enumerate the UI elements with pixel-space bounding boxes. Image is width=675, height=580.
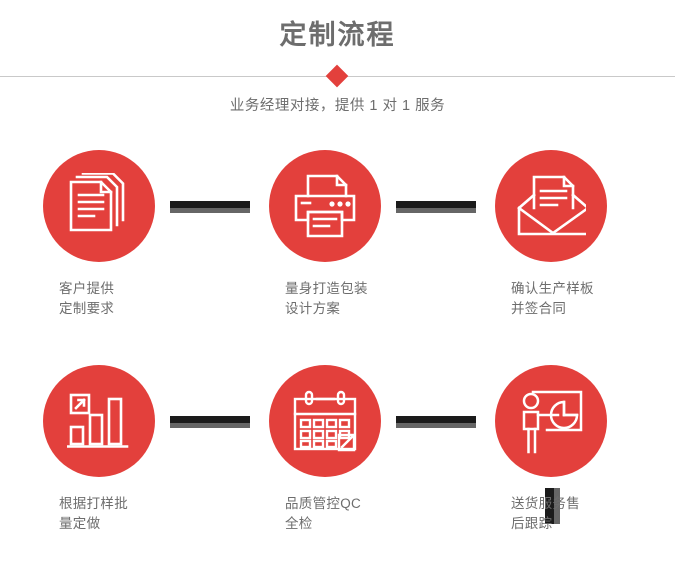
step-5-circle xyxy=(269,365,381,477)
connector-step1-step2 xyxy=(170,201,250,213)
step-1-label-line2: 定制要求 xyxy=(59,301,115,316)
connector-bar xyxy=(396,416,476,423)
process-step-4[interactable]: 根据打样批 量定做 xyxy=(19,365,179,534)
step-6-circle xyxy=(495,365,607,477)
step-3-label-line1: 确认生产样板 xyxy=(511,281,594,296)
process-step-6[interactable]: 送货服务售 后跟踪 xyxy=(471,365,631,534)
connector-step2-step3 xyxy=(396,201,476,213)
step-2-label-line1: 量身打造包装 xyxy=(285,281,368,296)
process-step-5[interactable]: 品质管控QC 全检 xyxy=(245,365,405,534)
bar-chart-growth-icon xyxy=(67,391,131,451)
step-3-circle xyxy=(495,150,607,262)
connector-bar xyxy=(545,488,554,524)
step-5-label-line1: 品质管控QC xyxy=(285,496,362,511)
step-2-circle xyxy=(269,150,381,262)
step-1-label: 客户提供 定制要求 xyxy=(19,279,179,319)
step-6-label: 送货服务售 后跟踪 xyxy=(471,494,631,534)
page-subtitle: 业务经理对接，提供 1 对 1 服务 xyxy=(229,98,446,114)
calendar-check-icon xyxy=(292,390,358,452)
process-flow: 客户提供 定制要求 xyxy=(0,150,675,580)
process-row-1: 客户提供 定制要求 xyxy=(0,150,675,365)
connector-step4-step5 xyxy=(170,416,250,428)
customization-process-infographic: 定制流程 业务经理对接，提供 1 对 1 服务 xyxy=(0,0,675,531)
step-4-label-line2: 量定做 xyxy=(59,516,101,531)
connector-shadow xyxy=(170,208,250,213)
step-4-label-line1: 根据打样批 xyxy=(59,496,128,511)
step-5-label: 品质管控QC 全检 xyxy=(245,494,405,534)
step-6-label-line1: 送货服务售 xyxy=(511,496,580,511)
header: 定制流程 业务经理对接，提供 1 对 1 服务 xyxy=(0,0,675,115)
process-step-3[interactable]: 确认生产样板 并签合同 xyxy=(471,150,631,319)
process-row-2: 根据打样批 量定做 xyxy=(0,365,675,580)
process-step-2[interactable]: 量身打造包装 设计方案 xyxy=(245,150,405,319)
connector-shadow xyxy=(396,208,476,213)
process-step-1[interactable]: 客户提供 定制要求 xyxy=(19,150,179,319)
presenter-chart-icon xyxy=(517,388,585,454)
step-3-label-line2: 并签合同 xyxy=(511,301,567,316)
diamond-marker-icon xyxy=(325,64,348,88)
connector-bar xyxy=(396,201,476,208)
documents-stack-icon xyxy=(67,173,131,239)
connector-bar xyxy=(170,201,250,208)
step-2-label: 量身打造包装 设计方案 xyxy=(245,279,405,319)
step-2-label-line2: 设计方案 xyxy=(285,301,341,316)
page-title: 定制流程 xyxy=(279,20,396,50)
title-divider xyxy=(0,64,675,88)
printer-icon xyxy=(291,174,359,238)
connector-step3-step6 xyxy=(545,488,560,524)
connector-shadow xyxy=(396,423,476,428)
connector-step5-step6 xyxy=(396,416,476,428)
step-4-circle xyxy=(43,365,155,477)
step-3-label: 确认生产样板 并签合同 xyxy=(471,279,631,319)
connector-bar xyxy=(170,416,250,423)
step-5-label-line2: 全检 xyxy=(285,516,313,531)
step-4-label: 根据打样批 量定做 xyxy=(19,494,179,534)
connector-shadow xyxy=(554,488,560,524)
step-6-label-line2: 后跟踪 xyxy=(511,516,553,531)
connector-shadow xyxy=(170,423,250,428)
envelope-document-icon xyxy=(516,175,586,237)
step-1-circle xyxy=(43,150,155,262)
step-1-label-line1: 客户提供 xyxy=(59,281,115,296)
